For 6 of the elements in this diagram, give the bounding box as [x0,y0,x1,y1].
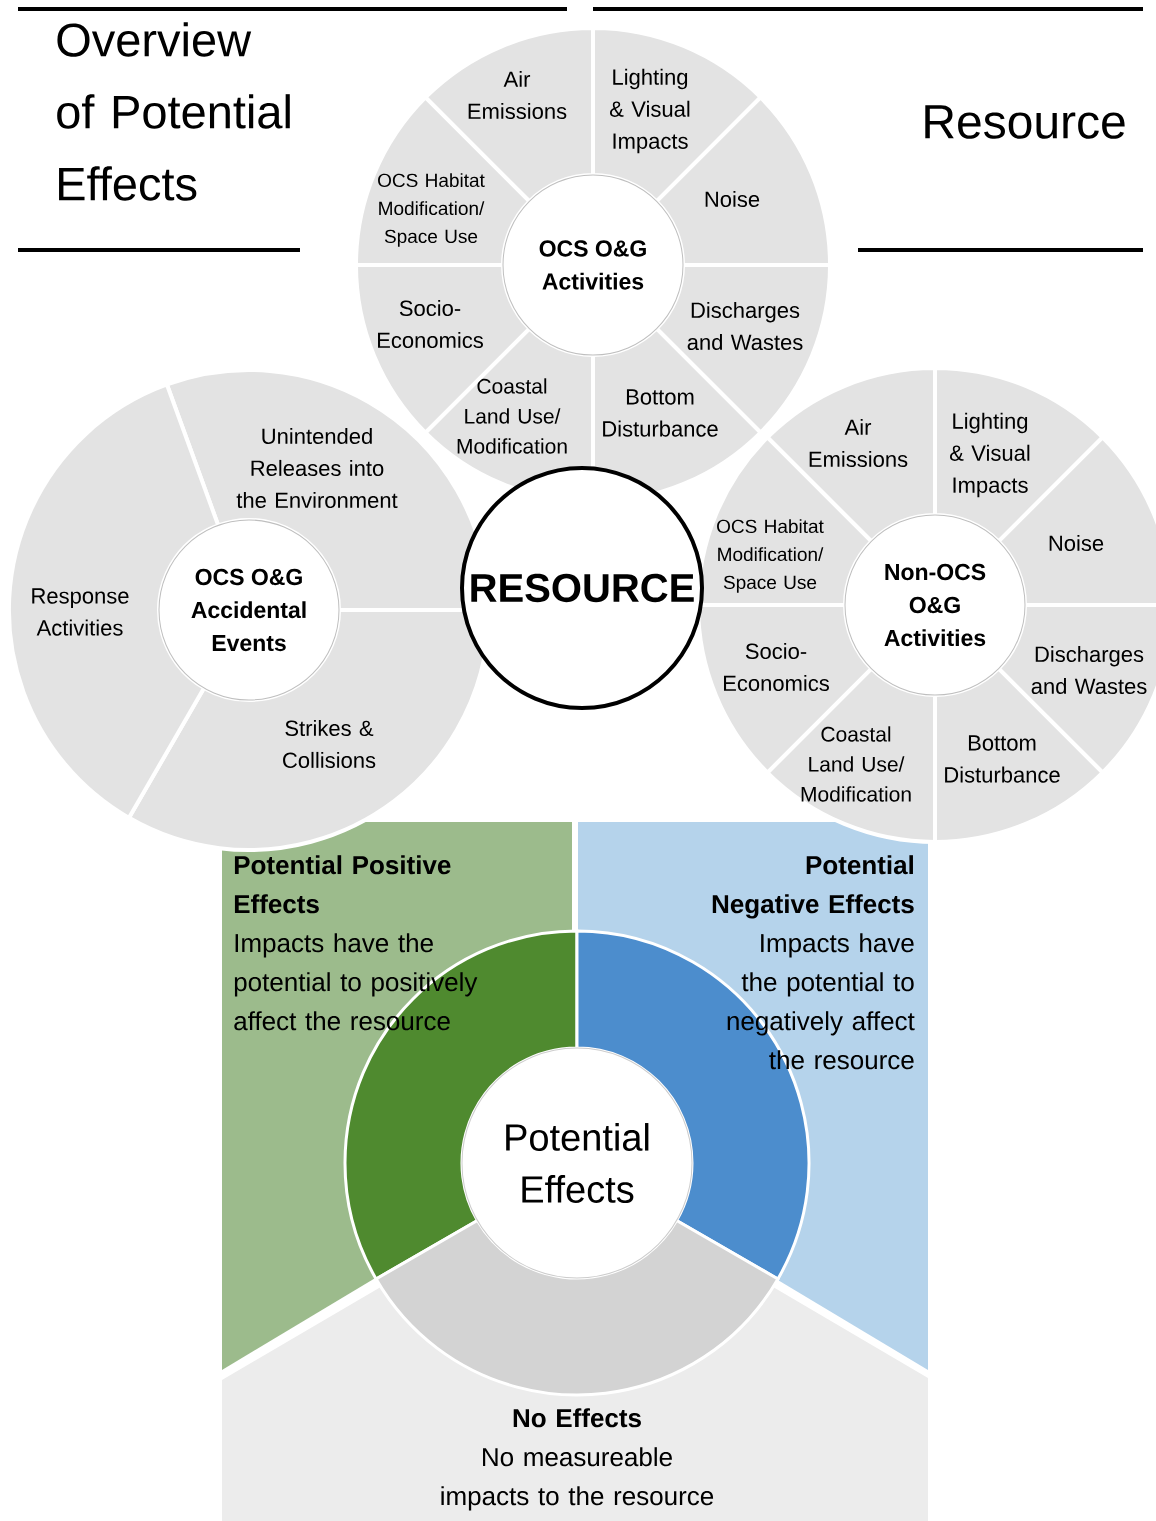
heading: Resource [925,105,1125,139]
effect-panel-text: No Effects No measureable impacts to the resource [441,1408,714,1511]
effect-panel-text: Potential Negative Effects Impacts have the potential to negatively affect the resource [712,855,915,1070]
title: Overview of Potential Effects [57,22,290,201]
node-label: Bottom Disturbance [945,735,1060,783]
node-label: Lighting & Visual Impacts [950,412,1030,498]
